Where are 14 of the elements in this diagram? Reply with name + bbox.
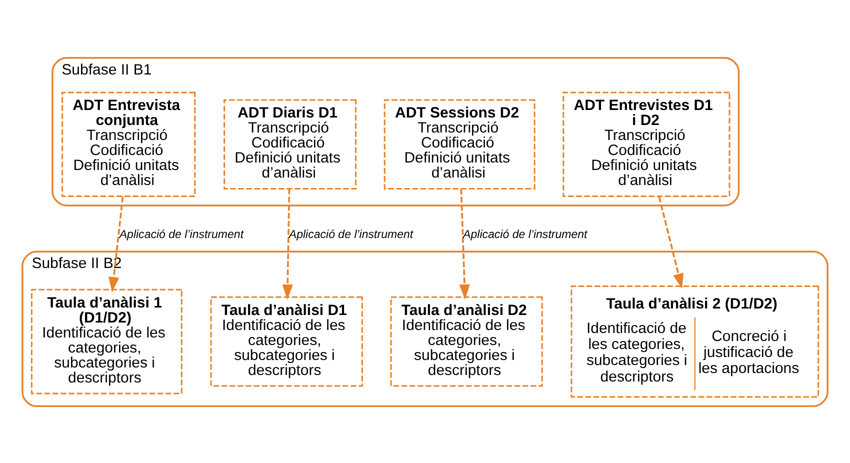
arrow [459,188,470,300]
node-box: Taula d’anàlisi 1 (D1/D2) Identificació de les categories, subcategories i descriptors [30,288,182,394]
node-box: Taula d’anàlisi D2 Identificació de les categories, subcategories i descriptors [390,296,543,386]
node-box: ADT Diaris D1 Transcripció Codificació Definició unitats d’anàlisi [224,98,357,189]
edge-label: Aplicació de l’instrument [119,228,244,240]
node-box: Taula d’anàlisi D1 Identificació de les categories, subcategories i descriptors [210,296,363,386]
node-box: ADT Sessions D2 Transcripció Codificació Definició unitats d’anàlisi [384,98,536,189]
node-box: ADT Entrevistes D1 i D2 Transcripció Codificació Definició unitats d’anàlisi [562,91,730,196]
arrow [282,188,293,300]
node-box: ADT Entrevista conjunta Transcripció Codificació Definició unitats d’anàlisi [62,91,196,196]
edge-label: Aplicació de l’instrument [288,228,414,240]
edge-label: Aplicació de l’instrument [463,228,588,240]
arrow [658,196,684,288]
arrow [108,196,124,292]
